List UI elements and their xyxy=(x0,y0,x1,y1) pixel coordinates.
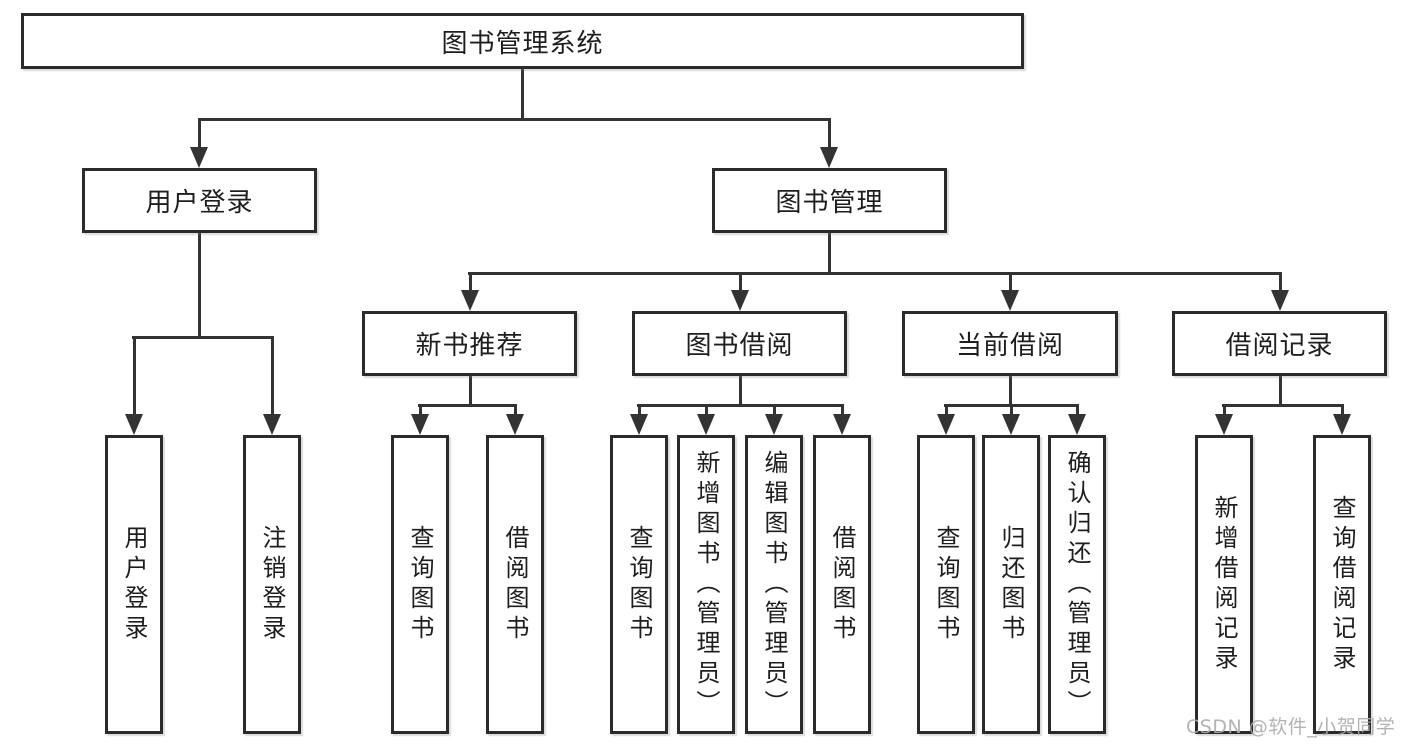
connector-line xyxy=(1278,272,1282,296)
connector-line xyxy=(637,404,844,407)
node-borrow-records-label: 借阅记录 xyxy=(1225,331,1334,361)
leaf-user-login: 用户登录 xyxy=(105,435,163,734)
arrow-down-icon xyxy=(820,147,838,168)
connector-line xyxy=(270,336,274,420)
arrow-down-icon xyxy=(461,290,479,311)
connector-line xyxy=(132,336,136,420)
connector-line xyxy=(132,336,274,339)
leaf-add-borrow-record-label: 新增借阅记录 xyxy=(1210,494,1238,675)
watermark: CSDN @软件_小贺同学 xyxy=(1186,716,1396,738)
node-new-book-recommend-label: 新书推荐 xyxy=(415,331,524,361)
leaf-borrow-books-1-label: 借阅图书 xyxy=(501,524,529,645)
leaf-logout: 注销登录 xyxy=(243,435,301,734)
leaf-query-books-2: 查询图书 xyxy=(610,435,668,734)
connector-line xyxy=(1075,404,1079,420)
leaf-add-book-admin: 新增图书（管理员） xyxy=(677,435,735,734)
leaf-return-book-label: 归还图书 xyxy=(997,524,1025,645)
leaf-query-borrow-record: 查询借阅记录 xyxy=(1313,435,1371,734)
node-book-borrow-label: 图书借阅 xyxy=(685,331,794,361)
arrow-down-icon xyxy=(630,414,648,435)
connector-line xyxy=(468,376,472,407)
connector-line xyxy=(772,404,776,420)
connector-line xyxy=(197,233,201,339)
node-new-book-recommend: 新书推荐 xyxy=(362,311,577,376)
arrow-down-icon xyxy=(263,414,281,435)
node-current-borrow: 当前借阅 xyxy=(902,311,1118,376)
leaf-logout-label: 注销登录 xyxy=(258,524,286,645)
connector-line xyxy=(1278,376,1282,407)
connector-line xyxy=(1222,404,1226,420)
connector-line xyxy=(704,404,708,420)
leaf-query-books-3: 查询图书 xyxy=(917,435,975,734)
connector-line xyxy=(520,69,524,120)
leaf-query-books-3-label: 查询图书 xyxy=(932,524,960,645)
node-user-login-label: 用户登录 xyxy=(145,188,254,218)
leaf-query-books-1: 查询图书 xyxy=(391,435,449,734)
node-book-management-label: 图书管理 xyxy=(775,188,884,218)
connector-line xyxy=(738,272,742,296)
connector-line xyxy=(513,404,517,420)
node-book-borrow: 图书借阅 xyxy=(632,311,847,376)
node-borrow-records: 借阅记录 xyxy=(1172,311,1387,376)
leaf-add-book-admin-label: 新增图书（管理员） xyxy=(692,449,720,720)
arrow-down-icon xyxy=(125,414,143,435)
arrow-down-icon xyxy=(1271,290,1289,311)
arrow-down-icon xyxy=(1333,414,1351,435)
leaf-return-book: 归还图书 xyxy=(982,435,1040,734)
connector-line xyxy=(468,272,472,296)
connector-line xyxy=(944,404,948,420)
arrow-down-icon xyxy=(1002,414,1020,435)
arrow-down-icon xyxy=(833,414,851,435)
arrow-down-icon xyxy=(697,414,715,435)
arrow-down-icon xyxy=(1001,290,1019,311)
connector-line xyxy=(468,272,1282,275)
connector-line xyxy=(197,118,201,153)
arrow-down-icon xyxy=(1068,414,1086,435)
connector-line xyxy=(418,404,517,407)
connector-line xyxy=(198,118,831,121)
node-library-system: 图书管理系统 xyxy=(21,13,1024,69)
connector-line xyxy=(1008,272,1012,296)
arrow-down-icon xyxy=(411,414,429,435)
connector-line xyxy=(637,404,641,420)
connector-line xyxy=(738,376,742,407)
connector-line xyxy=(1222,404,1344,407)
arrow-down-icon xyxy=(190,147,208,168)
leaf-borrow-books-1: 借阅图书 xyxy=(486,435,544,734)
leaf-confirm-return-admin: 确认归还（管理员） xyxy=(1048,435,1106,734)
leaf-confirm-return-admin-label: 确认归还（管理员） xyxy=(1063,449,1091,720)
arrow-down-icon xyxy=(731,290,749,311)
leaf-edit-book-admin: 编辑图书（管理员） xyxy=(745,435,803,734)
connector-line xyxy=(1340,404,1344,420)
arrow-down-icon xyxy=(765,414,783,435)
node-current-borrow-label: 当前借阅 xyxy=(955,331,1064,361)
leaf-add-borrow-record: 新增借阅记录 xyxy=(1195,435,1253,734)
connector-line xyxy=(1008,376,1012,407)
leaf-query-books-1-label: 查询图书 xyxy=(406,524,434,645)
connector-line xyxy=(418,404,422,420)
leaf-borrow-books-2-label: 借阅图书 xyxy=(828,524,856,645)
node-user-login: 用户登录 xyxy=(82,168,317,233)
arrow-down-icon xyxy=(937,414,955,435)
leaf-borrow-books-2: 借阅图书 xyxy=(813,435,871,734)
leaf-query-borrow-record-label: 查询借阅记录 xyxy=(1328,494,1356,675)
node-book-management: 图书管理 xyxy=(712,168,947,233)
connector-line xyxy=(840,404,844,420)
leaf-user-login-label: 用户登录 xyxy=(120,524,148,645)
leaf-edit-book-admin-label: 编辑图书（管理员） xyxy=(760,449,788,720)
connector-line xyxy=(827,118,831,153)
arrow-down-icon xyxy=(1215,414,1233,435)
node-library-system-label: 图书管理系统 xyxy=(441,28,604,59)
connector-line xyxy=(827,233,831,275)
connector-line xyxy=(1009,404,1013,420)
arrow-down-icon xyxy=(506,414,524,435)
leaf-query-books-2-label: 查询图书 xyxy=(625,524,653,645)
